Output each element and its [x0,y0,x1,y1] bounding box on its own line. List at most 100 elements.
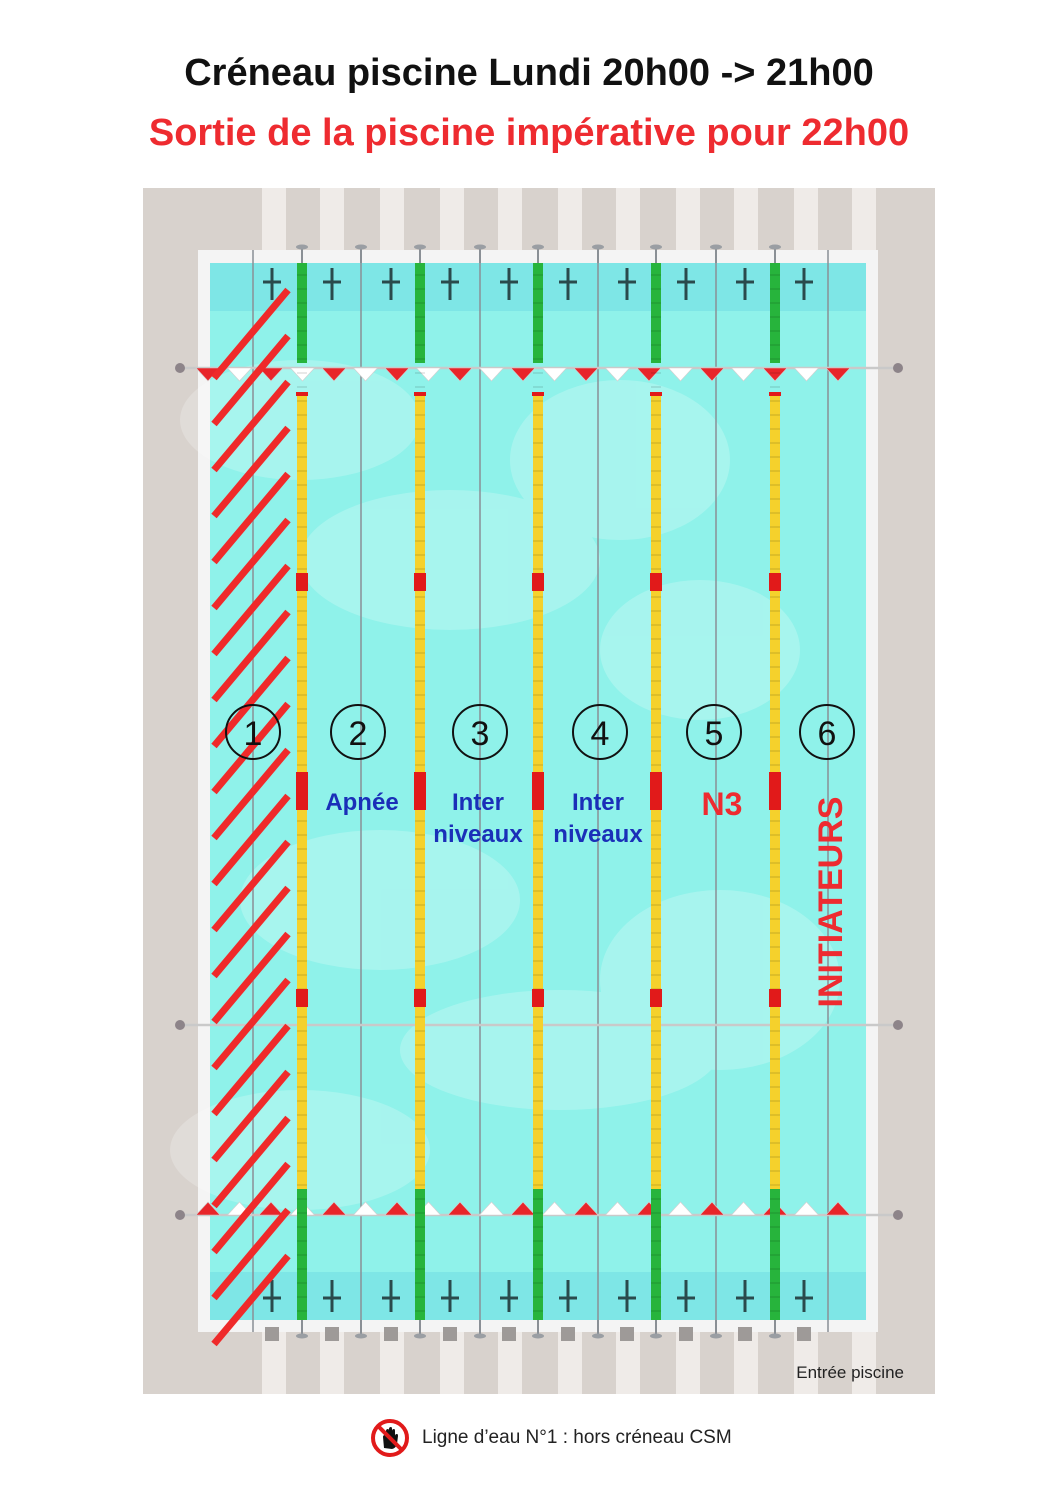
legend-text: Ligne d’eau N°1 : hors créneau CSM [422,1427,732,1448]
water-swirl [600,890,840,1070]
flag [573,1201,599,1216]
deck-stripe [498,1332,522,1394]
hatch-stroke [211,379,291,473]
deck-stripe [558,1332,582,1394]
lane-label: N3 [702,786,743,822]
rope-red-float [769,989,781,1007]
starting-block [265,1327,279,1341]
rope-red-float [414,392,426,396]
lane-number: 6 [818,715,837,753]
hatch-stroke [211,747,291,841]
deck-stripe [734,188,758,250]
rope-post-cap [414,244,426,250]
rope-green-section [415,1189,425,1320]
rope-post-cap [710,1333,722,1339]
hatch-stroke [211,1161,291,1255]
flag [226,367,253,382]
lane-rope [532,263,544,1320]
flag [699,1201,725,1216]
rope-red-float [414,573,426,591]
legend: Ligne d’eau N°1 : hors créneau CSM [370,1418,732,1458]
hatch-stroke [211,287,291,381]
rope-red-float [650,772,662,810]
deck-stripe [320,1332,344,1394]
starting-block [797,1327,811,1341]
deck-stripe [440,188,464,250]
lane-6: 6 INITIATEURS [799,704,855,1008]
rope-red-float [650,573,662,591]
starting-block [502,1327,516,1341]
hatch-stroke [211,1023,291,1117]
hatch-stroke [211,1069,291,1163]
water-swirl [600,580,800,720]
lane-rope [296,263,308,1320]
flag [321,1201,347,1216]
hatch-stroke [211,977,291,1071]
deck-stripe [558,188,582,250]
flag [510,1201,536,1216]
mid-line-anchor [175,1020,185,1030]
lane-4: 4 Inter niveaux [553,704,643,848]
rope-green-section [297,263,307,363]
hatch-stroke [211,1115,291,1209]
flag [384,1201,410,1216]
water-swirl [240,830,520,970]
rope-green-section [297,1189,307,1320]
rope-post-cap [710,244,722,250]
deck-stripe [616,188,640,250]
flag [415,367,442,382]
deck-stripe [852,1332,876,1394]
flag [667,367,694,382]
deck-stripe [498,188,522,250]
hatch-stroke [211,333,291,427]
flag [604,1201,631,1216]
deck-stripe [262,1332,286,1394]
lane-number: 1 [244,715,263,753]
lane-label: niveaux [553,821,643,848]
no-entry-hand-icon [371,1419,409,1457]
rope-post-cap [414,1333,426,1339]
hatch-stroke [211,425,291,519]
flag [447,367,473,382]
lane-2: 2 Apnée [325,704,399,816]
flag [384,367,410,382]
flag [636,367,662,382]
starting-block [561,1327,575,1341]
deck-stripe [380,188,404,250]
rope-post-cap [474,244,486,250]
rope-red-float [532,392,544,396]
lane-label: niveaux [433,821,523,848]
hatch-stroke [211,793,291,887]
lane-guide-lines [252,244,829,1339]
flag [604,367,631,382]
lane-label: INITIATEURS [812,797,850,1008]
flag [825,367,851,382]
flag [289,367,316,382]
rope-post-cap [355,244,367,250]
hatch-stroke [211,517,291,611]
rope-red-float [532,573,544,591]
rope-post-cap [296,244,308,250]
starting-block [384,1327,398,1341]
rope-post-cap [592,244,604,250]
deck-stripe [262,188,286,250]
deck-stripe [794,188,818,250]
flag [352,1201,379,1216]
lane-rope [414,263,426,1320]
page-subtitle: Sortie de la piscine impérative pour 22h… [148,112,910,154]
flag [541,367,568,382]
rope-red-float [650,989,662,1007]
rope-post-cap [474,1333,486,1339]
flag [667,1201,694,1216]
rope-post-cap [769,244,781,250]
deck-stripe [734,1332,758,1394]
flag-line-anchor [175,363,185,373]
deck-stripe [616,1332,640,1394]
lane-number-circle [799,704,855,760]
flag [258,1201,284,1216]
mid-line-anchor [893,1020,903,1030]
flag [762,367,788,382]
rope-red-float [296,573,308,591]
hatch-stroke [211,563,291,657]
